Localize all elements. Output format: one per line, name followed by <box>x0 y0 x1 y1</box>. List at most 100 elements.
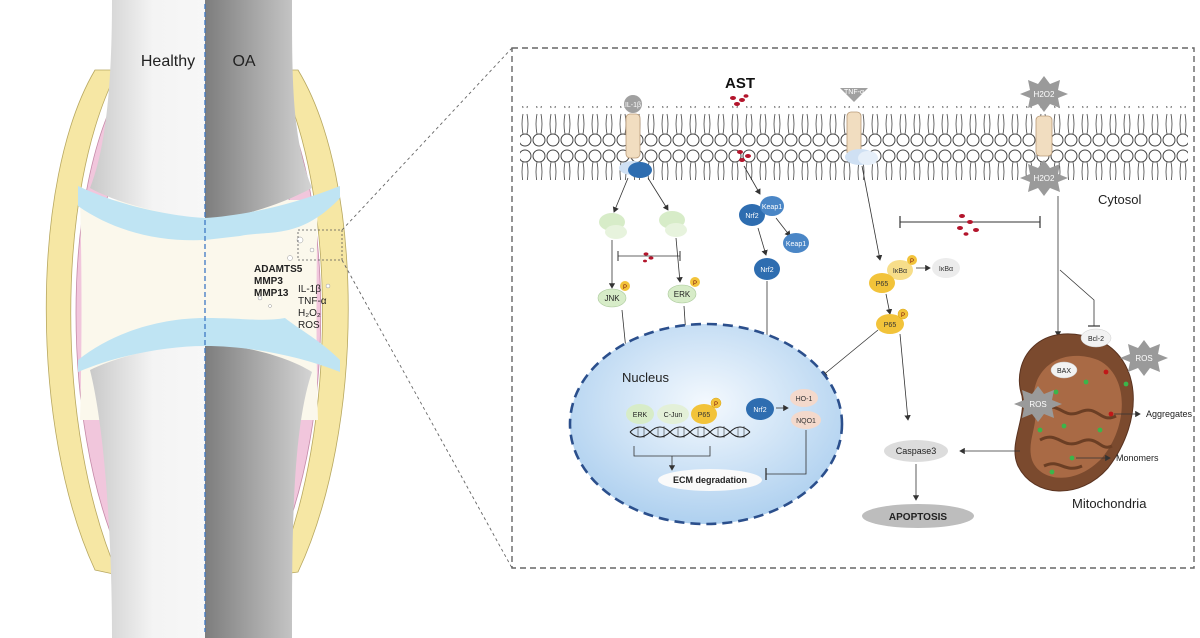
ho1-target <box>790 389 818 407</box>
p65-free <box>876 314 904 334</box>
zoom-connector-top <box>341 47 513 231</box>
dna-helix <box>629 426 751 438</box>
apoptosis-label: APOPTOSIS <box>889 512 947 523</box>
cytosol-label: Cytosol <box>1098 192 1141 207</box>
tnfa-receptor-label: TNF-α <box>844 89 864 96</box>
green-kinase-1 <box>599 213 627 239</box>
monomers-label: Monomers <box>1116 453 1159 463</box>
healthy-label: Healthy <box>141 53 195 70</box>
erk-protein <box>667 284 697 304</box>
pathway-panel-frame <box>511 47 1195 569</box>
nuclear-p65-phospho-label: P <box>714 402 718 408</box>
tibia-bone-healthy <box>90 343 205 638</box>
erk-phospho-label: P <box>693 281 697 287</box>
tnfa-ligand <box>840 88 868 102</box>
nuclear-erk <box>626 404 654 424</box>
ast-drug-label: AST <box>725 75 755 92</box>
p65-free-label: P65 <box>884 322 897 329</box>
h2o2-channel: H2O2 H2O2 <box>1020 76 1068 196</box>
h2o2-inside-burst <box>1020 160 1068 196</box>
p65-phospho-label: P <box>901 313 905 319</box>
zoom-region-box <box>297 229 343 261</box>
il1b-receptor: IL-1β <box>619 95 652 178</box>
ho1-label: HO-1 <box>796 396 813 403</box>
nuclear-erk-label: ERK <box>633 412 648 419</box>
ikba-phospho-label: P <box>910 259 914 265</box>
nuclear-p65-label: P65 <box>698 412 711 419</box>
enzyme-label-mmp13: MMP13 <box>254 288 289 299</box>
femur-bone-healthy <box>90 0 205 220</box>
zoom-connector-bottom <box>341 259 513 569</box>
nuclear-nrf2-label: Nrf2 <box>753 407 766 414</box>
il1b-ligand <box>624 95 642 113</box>
nuclear-nrf2 <box>746 398 774 420</box>
cartilage-debris <box>257 236 331 308</box>
caspase3-label: Caspase3 <box>896 446 937 456</box>
p65-ikba-complex-p65 <box>869 273 895 293</box>
upper-cartilage <box>78 186 340 241</box>
jnk-label: JNK <box>604 294 620 303</box>
ast-inhibition-bar <box>899 214 1041 236</box>
bax-protein <box>1050 361 1078 379</box>
nuclear-cjun-label: C-Jun <box>664 412 683 419</box>
il1b-receptor-label: IL-1β <box>625 102 641 109</box>
oa-label: OA <box>232 53 255 70</box>
keap1-free <box>783 233 809 253</box>
nucleus: Nucleus ERK C-Jun P65 P Nrf2 HO-1 NQO1 E… <box>568 322 844 526</box>
nuclear-p65 <box>691 404 717 424</box>
mito-ros-label-1: ROS <box>1029 400 1046 409</box>
h2o2-outside-label: H2O2 <box>1034 90 1055 99</box>
femur-bone-oa <box>205 0 312 220</box>
ast-molecules-top <box>730 94 749 106</box>
tibia-bone-oa <box>205 343 312 638</box>
nrf2-keap1-complex-keap1 <box>760 196 784 216</box>
keap1-complex-label: Keap1 <box>762 204 782 211</box>
mediator-label-il1b: IL-1β <box>298 284 321 295</box>
nfkb-branch: IκBα P P65 IκBα P65 P <box>821 165 960 421</box>
caspase3-node <box>884 440 948 462</box>
enzyme-label-adamts5: ADAMTS5 <box>254 264 303 275</box>
ecm-degradation-label: ECM degradation <box>673 475 747 485</box>
ikba-complex-label: IκBα <box>893 268 907 275</box>
jnk-phospho-label: P <box>623 285 627 291</box>
nqo1-label: NQO1 <box>796 418 816 425</box>
mito-ros-burst-2: ROS <box>1120 340 1168 376</box>
tnfa-receptor: TNF-α <box>840 88 878 165</box>
h2o2-outside-burst <box>1020 76 1068 112</box>
nrf2-free-label: Nrf2 <box>760 267 773 274</box>
bax-label: BAX <box>1057 368 1071 375</box>
nrf2-keap1-complex-nrf2 <box>739 204 765 226</box>
enzyme-label-mmp3: MMP3 <box>254 276 283 287</box>
keap1-free-label: Keap1 <box>786 241 806 248</box>
ikba-free <box>932 258 960 278</box>
nqo1-target <box>791 411 821 429</box>
mediator-label-h2o2: H₂O₂ <box>298 308 321 319</box>
nrf2-complex-label: Nrf2 <box>745 213 758 220</box>
mito-ros-label-2: ROS <box>1135 354 1152 363</box>
mito-ros-burst-1: ROS <box>1014 386 1062 422</box>
lower-cartilage <box>78 318 340 372</box>
bcl2-label: Bcl-2 <box>1088 336 1104 343</box>
nuclear-cjun <box>657 404 689 424</box>
mitochondria-label: Mitochondria <box>1072 496 1147 511</box>
p65-ikba-complex-ikba <box>887 260 913 280</box>
nucleus-label: Nucleus <box>622 370 669 385</box>
p65-complex-label: P65 <box>876 281 889 288</box>
mapk-branch: JNK P ERK P <box>597 177 700 351</box>
ast-molecules-cytosol <box>737 150 751 162</box>
nrf2-keap1-branch: Nrf2 Keap1 Keap1 Nrf2 <box>739 165 809 371</box>
mediator-label-ros: ROS <box>298 320 320 331</box>
green-kinase-2 <box>659 211 687 237</box>
h2o2-inside-label: H2O2 <box>1034 174 1055 183</box>
erk-label: ERK <box>674 290 691 299</box>
jnk-protein <box>597 288 627 308</box>
mitochondrion <box>1014 333 1134 492</box>
mediator-label-tnfa: TNF-α <box>298 296 327 307</box>
bcl2-protein <box>1080 328 1112 348</box>
apoptosis-node <box>862 504 974 528</box>
erk-phospho <box>690 277 700 287</box>
aggregates-label: Aggregates <box>1146 409 1193 419</box>
nrf2-free <box>754 258 780 280</box>
ikba-free-label: IκBα <box>939 266 953 273</box>
